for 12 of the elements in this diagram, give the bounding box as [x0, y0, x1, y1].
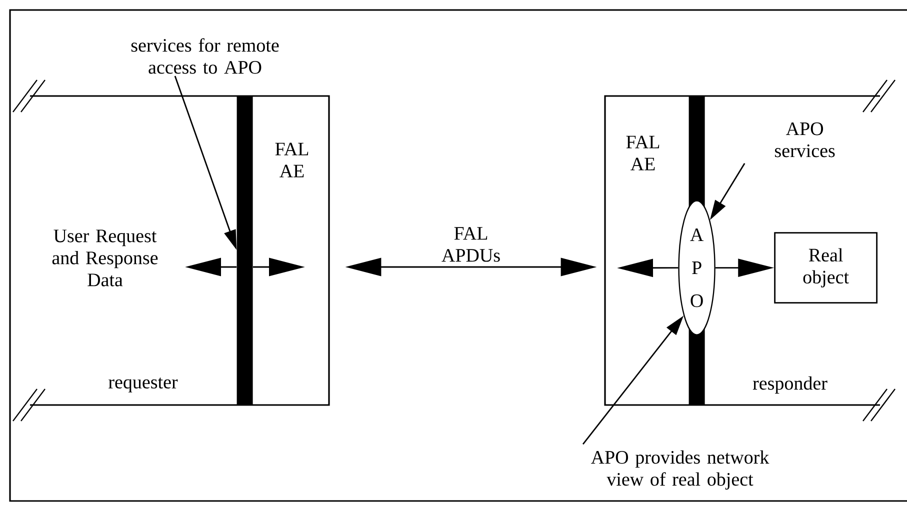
box-label: responder	[752, 376, 828, 394]
flow-label: User Request and Response Data	[52, 230, 158, 286]
callout-text: APO services	[775, 122, 835, 158]
callout-text: services for remote access to APO	[131, 38, 279, 74]
station-box	[12, 80, 330, 422]
object-box: Real object	[774, 232, 878, 304]
box-label: requester	[108, 378, 178, 392]
station-box	[604, 80, 896, 422]
box-label: FAL AE	[275, 142, 308, 178]
callout-text: APO provides network view of real object	[591, 450, 770, 490]
edge-label: FAL APDUs	[442, 227, 500, 262]
box-label: FAL AE	[626, 136, 660, 170]
